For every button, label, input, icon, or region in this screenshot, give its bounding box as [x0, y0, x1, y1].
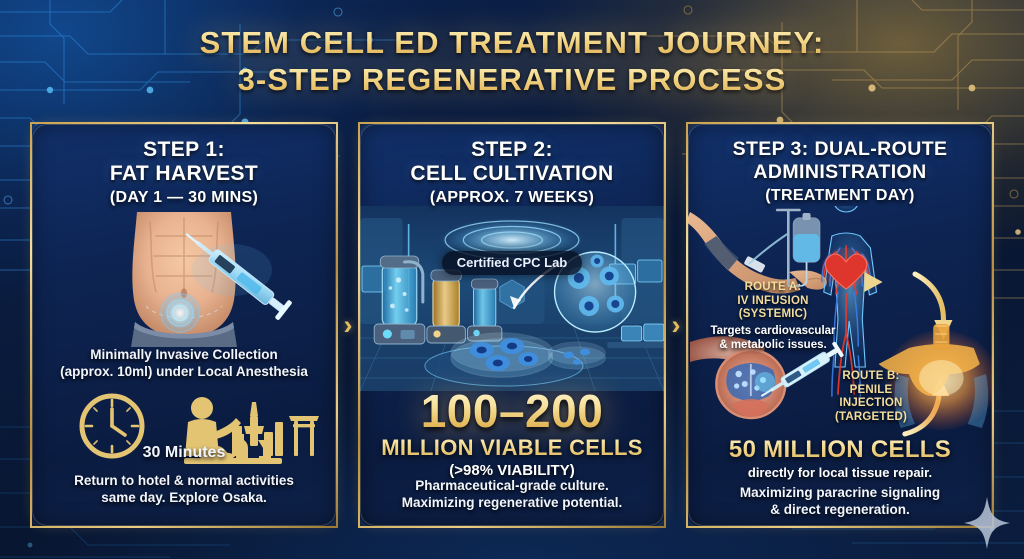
bioreactor-gold: [426, 269, 466, 344]
pelvis-glow-illustration: [878, 324, 992, 430]
step-2-heading-line1: STEP 2:: [471, 138, 553, 161]
step-1-caption-line2: (approx. 10ml) under Local Anesthesia: [60, 364, 308, 379]
laboratory-illustration: [360, 206, 664, 391]
route-b-title-line2: PENILE: [849, 383, 893, 396]
step-1-heading: STEP 1: FAT HARVEST (DAY 1 — 30 MINS): [32, 124, 336, 208]
title-line-2: 3-STEP REGENERATIVE PROCESS: [0, 61, 1024, 98]
petri-dish-small: [547, 341, 606, 370]
step-2-stat-sub: (>98% VIABILITY): [449, 462, 575, 479]
step-2-badge-row: Certified CPC Lab: [360, 251, 664, 275]
chevron-right-icon-2: ›: [671, 309, 681, 340]
step-1-footer-line2: same day. Explore Osaka.: [101, 490, 267, 505]
certified-lab-badge: Certified CPC Lab: [441, 251, 583, 275]
step-2-stat-mid: MILLION VIABLE CELLS: [360, 435, 664, 460]
route-b-title-line3: INJECTION: [839, 397, 903, 409]
step-2-heading-sub: (APPROX. 7 WEEKS): [429, 189, 595, 206]
step-2-footer-line2: Maximizing regenerative potential.: [401, 495, 623, 510]
step-3-footer-line1: Maximizing paracrine signaling: [739, 485, 941, 500]
title-line-1: STEM CELL ED TREATMENT JOURNEY:: [0, 24, 1024, 61]
step-1-heading-line1: STEP 1:: [143, 138, 225, 161]
step-3-illustration: [688, 206, 992, 451]
step-3-heading: STEP 3: DUAL-ROUTE ADMINISTRATION (TREAT…: [688, 124, 992, 206]
abdomen-syringe-illustration: [131, 212, 292, 347]
step-1-heading-sub: (DAY 1 — 30 MINS): [109, 189, 259, 206]
step-1-caption-line1: Minimally Invasive Collection: [90, 347, 278, 362]
route-a-title-line2: IV INFUSION: [737, 294, 809, 307]
step-separator-2: ›: [666, 122, 686, 528]
bioreactor-blue-small: [466, 278, 503, 342]
route-a-block: ROUTE A: IV INFUSION (SYSTEMIC) Targets …: [698, 281, 848, 352]
step-2-panel[interactable]: STEP 2: CELL CULTIVATION (APPROX. 7 WEEK…: [358, 122, 666, 528]
sparkle-icon: [964, 497, 1010, 549]
step-2-footer-line1: Pharmaceutical-grade culture.: [415, 478, 609, 493]
step-3-panel[interactable]: STEP 3: DUAL-ROUTE ADMINISTRATION (TREAT…: [686, 122, 994, 528]
bioreactor-blue-large: [373, 255, 426, 345]
route-b-title-line4: (TARGETED): [834, 410, 908, 423]
step-2-heading-line2: CELL CULTIVATION: [410, 162, 614, 185]
step-1-illustration: [32, 212, 336, 347]
route-b-title-line1: ROUTE B:: [842, 370, 900, 382]
step-3-footer: Maximizing paracrine signaling & direct …: [688, 484, 992, 518]
step-1-icon-label-row: 30 Minutes: [32, 444, 336, 462]
step-1-heading-line2: FAT HARVEST: [109, 162, 259, 185]
step-2-stats: 100–200 MILLION VIABLE CELLS (>98% VIABI…: [360, 387, 664, 480]
dual-route-illustration: [688, 206, 992, 437]
step-separator-1: ›: [338, 122, 358, 528]
step-3-stats: 50 MILLION CELLS directly for local tiss…: [688, 436, 992, 481]
route-a-title-line1: ROUTE A:: [744, 281, 802, 293]
step-3-stat-sub: directly for local tissue repair.: [747, 465, 933, 480]
step-3-footer-line2: & direct regeneration.: [770, 502, 910, 517]
osaka-dining-icon: [184, 397, 319, 464]
step-1-footer-line1: Return to hotel & normal activities: [74, 473, 294, 488]
step-3-heading-sub: (TREATMENT DAY): [765, 187, 915, 204]
steps-container: STEP 1: FAT HARVEST (DAY 1 — 30 MINS): [30, 122, 994, 528]
step-1-icons: [79, 393, 319, 464]
route-a-desc-line1: Targets cardiovascular: [710, 324, 836, 337]
step-2-footer: Pharmaceutical-grade culture. Maximizing…: [360, 477, 664, 511]
iv-drip-bag: [775, 208, 821, 287]
step-1-panel[interactable]: STEP 1: FAT HARVEST (DAY 1 — 30 MINS): [30, 122, 338, 528]
page-title: STEM CELL ED TREATMENT JOURNEY: 3-STEP R…: [0, 24, 1024, 98]
route-b-block: ROUTE B: PENILE INJECTION (TARGETED): [806, 370, 936, 424]
step-2-illustration: [360, 206, 664, 391]
clock-icon-label: 30 Minutes: [142, 444, 226, 461]
step-2-stat-big: 100–200: [360, 387, 664, 435]
step-1-footer: Return to hotel & normal activities same…: [32, 472, 336, 506]
clock-icon: [79, 393, 145, 459]
petri-dish-main: [450, 332, 554, 378]
route-a-desc-line2: & metabolic issues.: [719, 338, 827, 351]
step-1-caption: Minimally Invasive Collection (approx. 1…: [32, 346, 336, 380]
step-3-stat-mid: 50 MILLION CELLS: [688, 436, 992, 463]
arrow-to-body: [824, 272, 883, 292]
step-3-heading-line2: ADMINISTRATION: [753, 161, 927, 183]
tissue-cross-section: [690, 336, 844, 420]
step-3-heading-line1: STEP 3: DUAL-ROUTE: [732, 138, 948, 160]
step-2-heading: STEP 2: CELL CULTIVATION (APPROX. 7 WEEK…: [360, 124, 664, 208]
magnified-cells: [553, 251, 637, 333]
chevron-right-icon: ›: [343, 309, 353, 340]
route-a-title-line3: (SYSTEMIC): [738, 308, 808, 320]
step-1-icon-row: [32, 386, 336, 499]
